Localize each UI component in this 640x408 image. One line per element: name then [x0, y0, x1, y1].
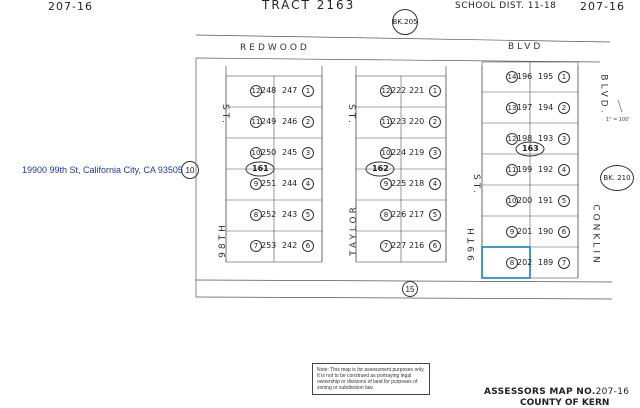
lot-circle-left: 8: [380, 208, 392, 221]
parcel-number-left: 250: [261, 147, 277, 157]
parcel-number-right: 243: [282, 209, 298, 219]
lot-circle-left: 9: [506, 225, 518, 238]
county-label: COUNTY OF KERN: [520, 398, 610, 408]
lot-circle-left: 11: [380, 115, 392, 128]
parcel-number-left: 227: [391, 240, 407, 250]
parcel-number-right: 195: [538, 71, 554, 81]
lot-circle-left: 12: [380, 84, 392, 97]
block-163-label: 163: [522, 144, 539, 153]
street-blvd-top: BLVD: [508, 42, 544, 52]
lot-circle-left: 8: [250, 208, 262, 221]
lot-circle-left: 11: [250, 115, 262, 128]
left-page-number: 207-16: [48, 0, 93, 13]
parcel-number-right: 220: [409, 116, 425, 126]
parcel-number-left: 251: [261, 178, 277, 188]
parcel-number-left: 201: [517, 226, 533, 236]
parcel-number-left: 248: [261, 85, 277, 95]
parcel-number-right: 217: [409, 209, 425, 219]
lot-circle-right: 4: [558, 163, 570, 176]
parcel-number-left: 199: [517, 164, 533, 174]
lot-circle-left: 7: [380, 239, 392, 252]
lot-circle-left: 10: [380, 146, 392, 159]
parcel-number-left: 198: [517, 133, 533, 143]
lot-circle-right: 5: [302, 208, 314, 221]
lot-circle-right: 1: [429, 84, 441, 97]
lot-circle-left: 10: [250, 146, 262, 159]
lot-circle-left: 7: [250, 239, 262, 252]
circle-15: 15: [402, 281, 418, 297]
lot-circle-left: 11: [506, 163, 518, 176]
parcel-number-left: 226: [391, 209, 407, 219]
parcel-number-left: 222: [391, 85, 407, 95]
scale-label: 1" = 100': [606, 117, 630, 123]
street-redwood: REDWOOD: [240, 43, 310, 53]
parcel-number-right: 247: [282, 85, 298, 95]
parcel-number-right: 216: [409, 240, 425, 250]
lot-circle-right: 6: [429, 239, 441, 252]
lot-circle-right: 3: [558, 132, 570, 145]
lot-circle-left: 9: [380, 177, 392, 190]
bk-205-circle: BK.205: [392, 9, 418, 35]
parcel-number-left: 224: [391, 147, 407, 157]
right-page-number: 207-16: [580, 0, 625, 13]
parcel-number-left: 223: [391, 116, 407, 126]
school-district: SCHOOL DIST. 11-18: [455, 1, 557, 11]
parcel-number-left: 252: [261, 209, 277, 219]
parcel-number-right: 242: [282, 240, 298, 250]
parcel-number-left: 196: [517, 71, 533, 81]
assessors-map-label: ASSESSORS MAP NO.207-16: [484, 387, 629, 397]
lot-circle-right: 4: [302, 177, 314, 190]
parcel-number-right: 191: [538, 195, 554, 205]
lot-circle-right: 5: [429, 208, 441, 221]
parcel-number-right: 246: [282, 116, 298, 126]
lot-circle-left: 8: [506, 256, 518, 269]
parcel-number-right: 194: [538, 102, 554, 112]
lot-circle-right: 3: [429, 146, 441, 159]
circle-10: 10: [181, 161, 199, 179]
parcel-number-left: 202: [517, 257, 533, 267]
lot-circle-right: 2: [558, 101, 570, 114]
parcel-number-right: 190: [538, 226, 554, 236]
property-address: 19900 99th St, California City, CA 93505: [22, 165, 183, 175]
lot-circle-right: 2: [429, 115, 441, 128]
parcel-number-left: 249: [261, 116, 277, 126]
parcel-number-right: 219: [409, 147, 425, 157]
lot-circle-right: 1: [302, 84, 314, 97]
lot-circle-left: 9: [250, 177, 262, 190]
parcel-number-right: 221: [409, 85, 425, 95]
parcel-number-right: 193: [538, 133, 554, 143]
parcel-number-left: 197: [517, 102, 533, 112]
parcel-number-left: 253: [261, 240, 277, 250]
parcel-number-right: 218: [409, 178, 425, 188]
parcel-number-right: 245: [282, 147, 298, 157]
assessors-map-text: ASSESSORS MAP NO.: [484, 387, 596, 397]
lot-circle-left: 14: [506, 70, 518, 83]
assessment-note: Note: This map is for assessment purpose…: [312, 363, 430, 395]
assessors-map-number: 207-16: [595, 387, 630, 397]
block-161-label: 161: [252, 164, 269, 173]
block-162-label: 162: [372, 164, 389, 173]
lot-circle-right: 6: [302, 239, 314, 252]
lot-circle-right: 3: [302, 146, 314, 159]
lot-circle-left: 13: [506, 101, 518, 114]
bk-210-circle: BK. 210: [600, 165, 634, 191]
parcel-number-right: 189: [538, 257, 554, 267]
lot-circle-left: 12: [506, 132, 518, 145]
parcel-number-left: 225: [391, 178, 407, 188]
parcel-number-right: 244: [282, 178, 298, 188]
parcel-number-left: 200: [517, 195, 533, 205]
lot-circle-right: 1: [558, 70, 570, 83]
parcel-number-right: 192: [538, 164, 554, 174]
lot-circle-right: 2: [302, 115, 314, 128]
lot-circle-right: 4: [429, 177, 441, 190]
lot-circle-right: 6: [558, 225, 570, 238]
lot-circle-right: 5: [558, 194, 570, 207]
tract-title: TRACT 2163: [262, 0, 356, 12]
lot-circle-right: 7: [558, 256, 570, 269]
lot-circle-left: 12: [250, 84, 262, 97]
lot-circle-left: 10: [506, 194, 518, 207]
